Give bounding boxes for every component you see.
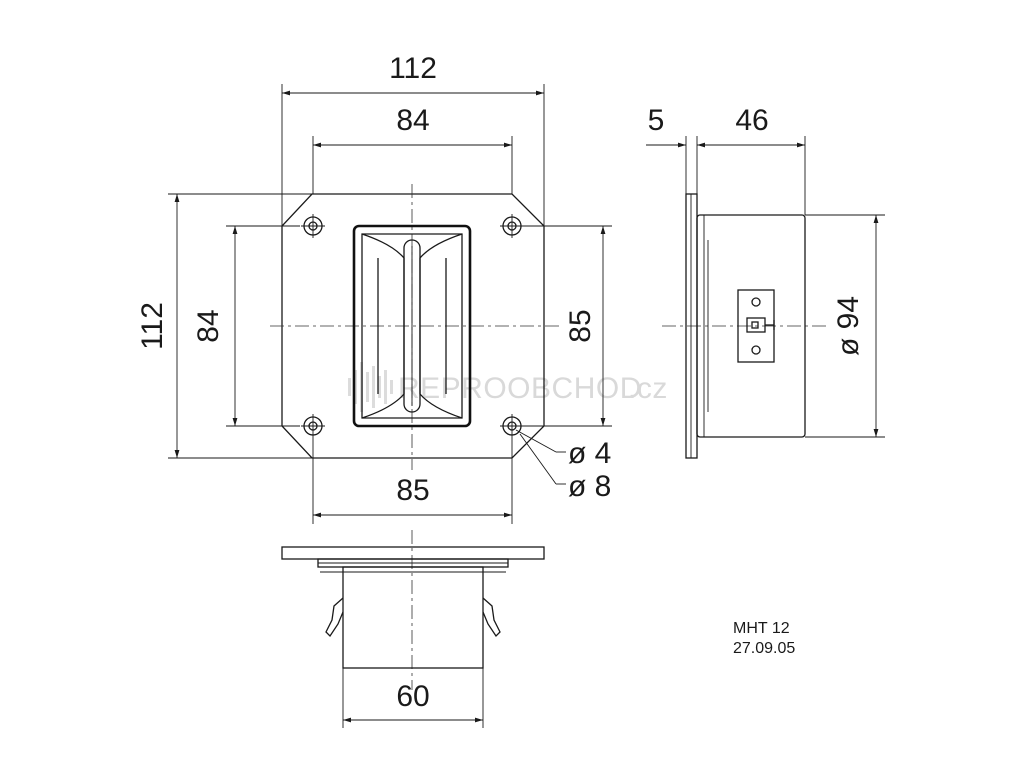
drawing-date: 27.09.05	[733, 640, 795, 657]
ribbon-horn	[361, 233, 463, 419]
dim-hole-pitch-right: 85	[564, 309, 597, 342]
mounting-hole-bottom-left	[301, 414, 325, 438]
dim-front-inner-height: 84	[192, 309, 225, 342]
bottom-body	[342, 566, 484, 669]
ribbon-element	[403, 239, 421, 413]
dim-front-inner-width: 84	[396, 104, 429, 137]
bottom-flange	[281, 546, 545, 560]
dim-side-flange: 5	[648, 104, 665, 137]
dim-side-diameter: ø 94	[832, 296, 865, 356]
dim-side-depth: 46	[735, 104, 768, 137]
leader-hole-large	[519, 433, 557, 485]
bottom-tab-left	[325, 597, 344, 638]
front-view: 112 84 112 84 85 85 ø 4 ø 8	[136, 52, 612, 524]
leader-hole-small	[515, 429, 557, 453]
mounting-hole-bottom-right	[500, 414, 524, 438]
title-block: MHT 12 27.09.05	[733, 620, 795, 657]
dim-front-width: 112	[389, 52, 437, 85]
dim-front-height: 112	[136, 302, 169, 350]
watermark: REPROOBCHOD .cz	[348, 362, 668, 412]
mounting-hole-top-left	[301, 214, 325, 238]
watermark-text: REPROOBCHOD	[398, 372, 642, 405]
ribbon-opening	[352, 224, 472, 428]
bottom-view: 60	[281, 530, 545, 728]
callout-hole-small: ø 4	[568, 437, 611, 470]
side-body	[696, 214, 806, 438]
dim-hole-pitch-bottom: 85	[396, 474, 429, 507]
watermark-suffix: .cz	[628, 372, 668, 405]
bottom-tab-right	[482, 597, 501, 638]
terminal-block	[737, 289, 775, 363]
model-name: MHT 12	[733, 620, 790, 637]
mounting-hole-top-right	[500, 214, 524, 238]
side-view: 5 46 ø 94	[646, 104, 885, 459]
callout-hole-large: ø 8	[568, 470, 611, 503]
dim-bottom-width: 60	[396, 680, 429, 713]
